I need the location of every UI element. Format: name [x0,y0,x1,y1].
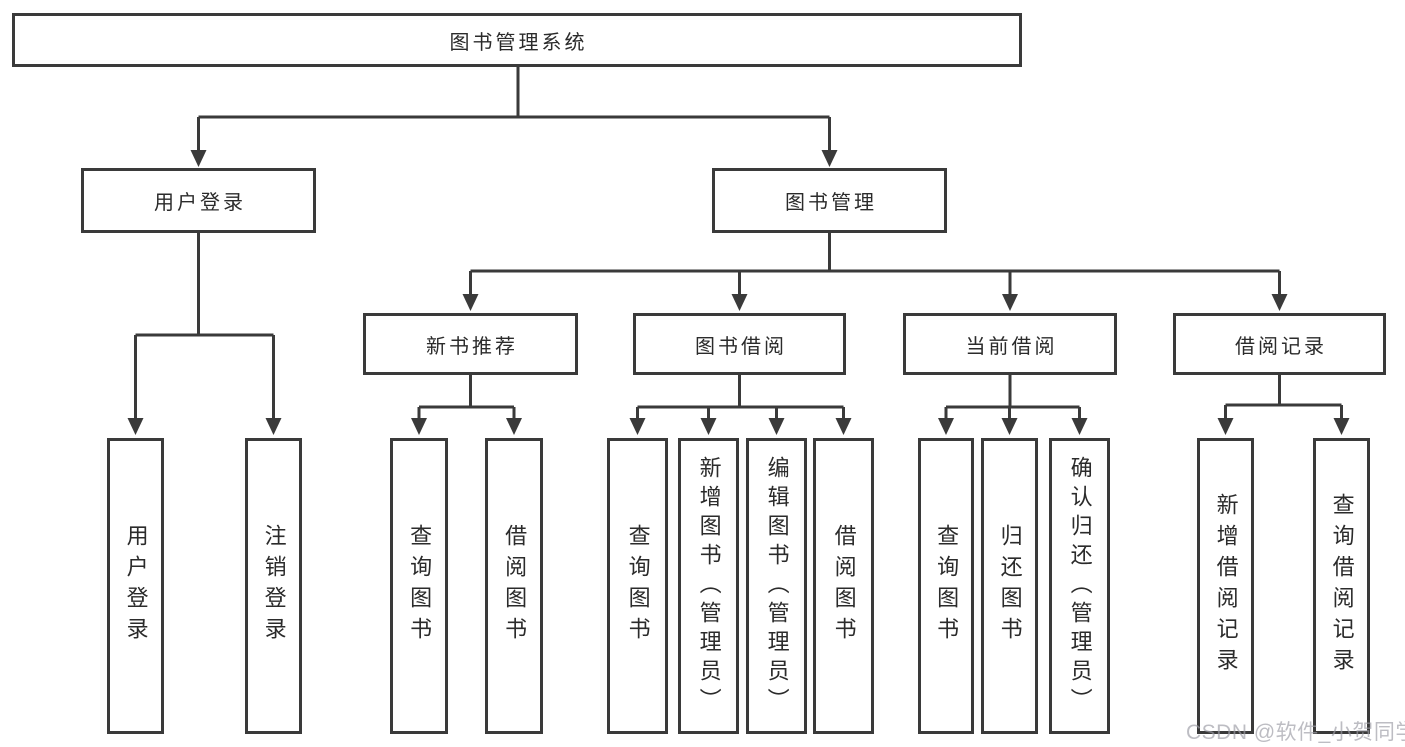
leaf-label: 注销登录 [261,524,287,648]
connector-newbooks-to-leaves [417,375,516,422]
leaf-label: 查询图书 [625,524,651,648]
leaf-query-books-current: 查询图书 [918,438,974,734]
leaf-label: 确认归还（管理员） [1067,455,1093,717]
node-library-management-system: 图书管理系统 [12,13,1022,67]
leaf-label: 查询图书 [407,524,433,648]
leaf-query-books-borrow: 查询图书 [607,438,668,734]
leaf-label: 借阅图书 [502,524,528,648]
connector-root-to-level1 [197,67,831,155]
leaf-user-login: 用户登录 [107,438,164,734]
node-user-login-branch: 用户登录 [81,168,316,233]
connector-currentborrow-to-leaves [944,375,1081,422]
leaf-label: 用户登录 [123,524,149,648]
node-new-book-recommend: 新书推荐 [363,313,578,375]
leaf-edit-books-admin: 编辑图书（管理员） [746,438,807,734]
leaf-label: 新增借阅记录 [1213,493,1239,679]
connector-bookmgmt-to-level2 [469,233,1281,297]
leaf-query-borrow-record: 查询借阅记录 [1313,438,1370,734]
leaf-logout: 注销登录 [245,438,302,734]
arrowheads [127,150,1350,435]
leaf-add-books-admin: 新增图书（管理员） [678,438,739,734]
leaf-label: 归还图书 [997,524,1023,648]
connector-userlogin-to-leaves [134,233,275,422]
leaf-label: 借阅图书 [831,524,857,648]
leaf-label: 查询借阅记录 [1329,493,1355,679]
leaf-return-books: 归还图书 [981,438,1038,734]
leaf-borrow-books-recommend: 借阅图书 [485,438,543,734]
node-borrow-records: 借阅记录 [1173,313,1386,375]
leaf-query-books-recommend: 查询图书 [390,438,448,734]
connector-bookborrow-to-leaves [636,375,845,422]
leaf-add-borrow-record: 新增借阅记录 [1197,438,1254,734]
leaf-borrow-books: 借阅图书 [813,438,874,734]
node-book-borrow: 图书借阅 [633,313,846,375]
leaf-label: 编辑图书（管理员） [764,455,790,717]
leaf-label: 查询图书 [934,524,960,648]
csdn-watermark: CSDN @软件_小贺同学 [1186,721,1405,744]
node-current-borrow: 当前借阅 [903,313,1117,375]
leaf-label: 新增图书（管理员） [696,455,722,717]
node-book-management-branch: 图书管理 [712,168,947,233]
leaf-confirm-return-admin: 确认归还（管理员） [1049,438,1110,734]
connector-borrowrecords-to-leaves [1224,375,1343,422]
